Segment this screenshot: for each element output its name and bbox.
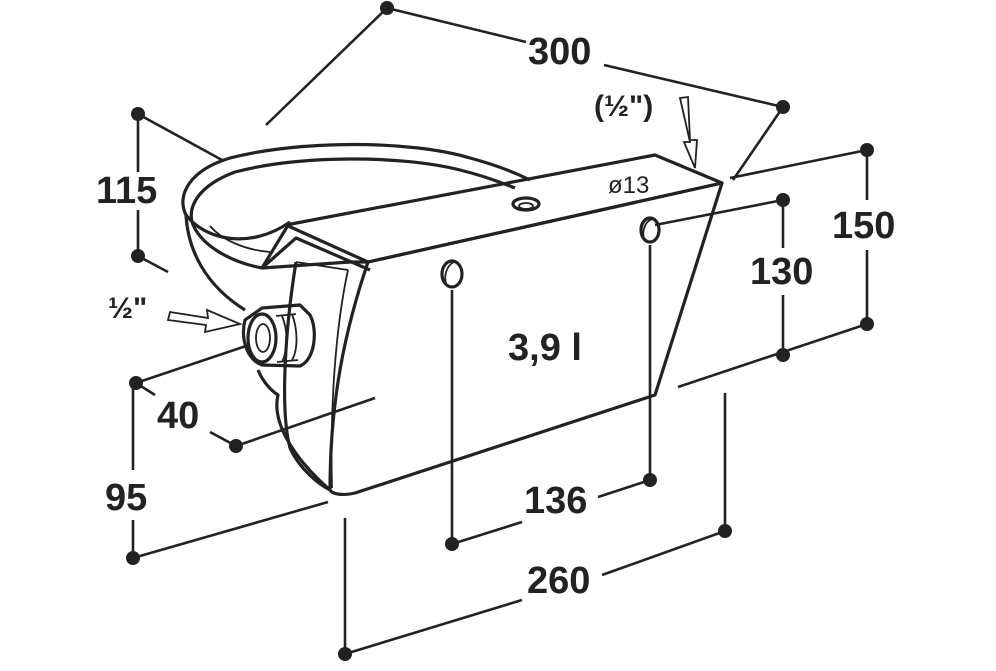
inlet-arrow	[166, 308, 243, 334]
cover-plate-left-flange	[260, 236, 371, 272]
mounting-hole-left-shade	[444, 261, 455, 285]
alt-thread-label: (½")	[594, 90, 653, 123]
dim-95-label: 95	[105, 477, 147, 519]
mounting-hole-right-shade	[642, 218, 653, 241]
bowl-rim-outer	[181, 142, 531, 241]
bowl-rim-lip	[209, 225, 271, 253]
top-plate-hole-inner	[518, 202, 534, 210]
dim-300-label: 300	[528, 31, 591, 73]
dimension-lines	[131, 6, 869, 656]
dim-40-label: 40	[157, 395, 199, 437]
housing-left-edge	[295, 261, 349, 271]
bowl-lower-curve	[256, 369, 332, 492]
dim-136-label: 136	[524, 480, 587, 522]
dim-150-label: 150	[832, 205, 895, 247]
housing-front-face	[328, 181, 724, 497]
bowl-left-side	[184, 214, 246, 312]
dim-130-label: 130	[750, 251, 813, 293]
bowl-body	[181, 142, 724, 497]
inlet-thread-label: ½"	[108, 292, 147, 325]
top-plate-hole	[511, 196, 541, 212]
housing-left-face	[283, 261, 331, 492]
inlet-fitting	[241, 303, 316, 368]
cover-plate-front-edge	[260, 221, 368, 270]
pointer-arrows	[166, 95, 698, 334]
volume-label: 3,9 l	[508, 327, 582, 369]
bowl-rim-inner	[189, 157, 516, 270]
cover-plate-top	[284, 153, 724, 264]
dim-115-label: 115	[96, 170, 157, 212]
hole-diameter-label: ø13	[608, 172, 649, 199]
mounting-hole-left	[440, 259, 464, 289]
top-thread-arrow	[678, 95, 698, 169]
mounting-hole-right	[639, 216, 661, 244]
housing-front-inner-edge	[330, 269, 349, 489]
dim-260-label: 260	[527, 560, 590, 602]
dimension-dots	[126, 1, 874, 661]
